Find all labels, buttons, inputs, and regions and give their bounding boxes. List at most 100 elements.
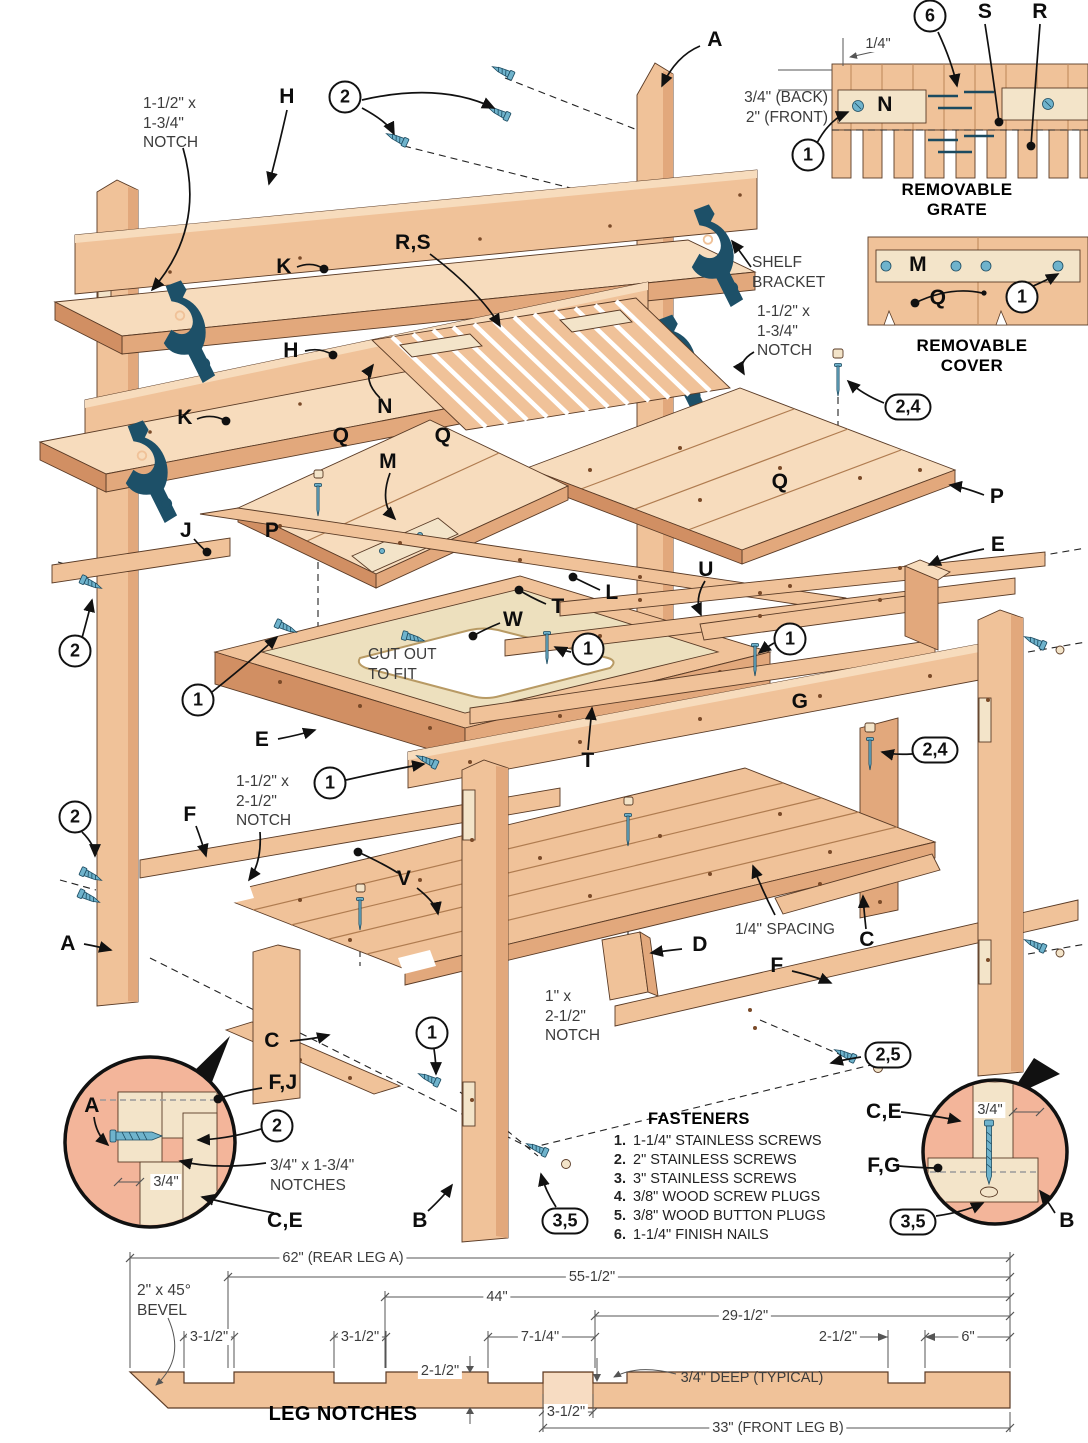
part-label-f-g: F,G xyxy=(867,1154,901,1177)
dimension-3-1-2: 3-1/2" xyxy=(543,1404,589,1420)
fastener-description: 3/8" WOOD BUTTON PLUGS xyxy=(633,1208,826,1225)
fastener-callout-1: 1 xyxy=(791,138,825,172)
part-label-l: L xyxy=(605,581,619,604)
part-label-c: C xyxy=(264,1029,280,1052)
fastener-callout-2: 2 xyxy=(260,1109,294,1143)
dimension-44: 44" xyxy=(483,1289,511,1305)
note-3-4-x-1-3-4: 3/4" x 1-3/4" NOTCHES xyxy=(270,1157,355,1194)
note-1-1-2-x: 1-1/2" x 1-3/4" NOTCH xyxy=(143,95,199,152)
note-1-1-2-x: 1-1/2" x 1-3/4" NOTCH xyxy=(757,303,813,360)
leader-arrows xyxy=(81,23,1060,1217)
section-title-removable-grate: REMOVABLE GRATE xyxy=(901,179,1013,219)
part-label-r: R xyxy=(1032,0,1048,23)
part-label-d: D xyxy=(692,933,708,956)
part-label-c-e: C,E xyxy=(866,1100,902,1123)
dimension-2-1-2: 2-1/2" xyxy=(417,1363,463,1379)
dimension-3-4: 3/4" xyxy=(150,1174,182,1190)
grate-assembly xyxy=(371,297,731,431)
dimension-3-4: 3/4" xyxy=(974,1102,1006,1118)
section-title-removable-cover: REMOVABLE COVER xyxy=(916,335,1028,375)
part-label-t: T xyxy=(551,595,565,618)
fastener-item-1: 1. 1-1/4" STAINLESS SCREWS xyxy=(600,1133,880,1149)
part-label-p: P xyxy=(989,485,1005,508)
fastener-callout-1: 1 xyxy=(571,632,605,666)
front-legs xyxy=(252,609,1024,1243)
part-label-w: W xyxy=(502,608,524,631)
fastener-callout-2-4: 2,4 xyxy=(884,393,932,421)
dimension-3-4-deep-typical: 3/4" DEEP (TYPICAL) xyxy=(680,1370,824,1386)
fasteners-title: FASTENERS xyxy=(648,1110,750,1128)
part-label-r-s: R,S xyxy=(395,231,431,254)
fastener-callout-2: 2 xyxy=(58,800,92,834)
fastener-number: 1. xyxy=(613,1133,626,1149)
part-label-a: A xyxy=(84,1094,100,1117)
fastener-item-3: 3. 3" STAINLESS SCREWS xyxy=(600,1171,880,1187)
fastener-number: 3. xyxy=(613,1170,626,1187)
part-label-n: N xyxy=(377,395,393,418)
inset-removable-grate xyxy=(778,38,1088,179)
part-label-q: Q xyxy=(929,286,947,309)
dimension-3-1-2: 3-1/2" xyxy=(186,1329,232,1345)
dimension-29-1-2: 29-1/2" xyxy=(718,1308,772,1324)
part-label-b: B xyxy=(412,1209,428,1232)
part-label-c: C xyxy=(859,928,875,951)
fasteners-list: FASTENERS 1. 1-1/4" STAINLESS SCREWS 2. 2" … xyxy=(600,1110,880,1246)
fastener-item-4: 4.3/8" WOOD SCREW PLUGS xyxy=(600,1189,880,1205)
fastener-number: 5. xyxy=(613,1208,626,1225)
fastener-callout-1: 1 xyxy=(1005,280,1039,314)
part-label-j: J xyxy=(180,519,192,542)
part-label-k: K xyxy=(276,255,292,278)
fastener-callout-2-4: 2,4 xyxy=(911,736,959,764)
note-1-1-2-x: 1-1/2" x 2-1/2" NOTCH xyxy=(236,773,292,830)
fastener-number: 6. xyxy=(613,1227,626,1244)
fastener-callout-1: 1 xyxy=(313,766,347,800)
part-label-u: U xyxy=(698,558,714,581)
fastener-description: 2" STAINLESS SCREWS xyxy=(633,1151,797,1168)
dimension-7-1-4: 7-1/4" xyxy=(517,1329,563,1345)
part-label-h: H xyxy=(279,85,295,108)
part-label-m: M xyxy=(379,450,397,473)
dimension-62-rear-leg-a: 62" (REAR LEG A) xyxy=(279,1250,407,1266)
fasteners-rows: 1. 1-1/4" STAINLESS SCREWS 2. 2" STAINLESS … xyxy=(600,1133,880,1243)
fastener-callout-2: 2 xyxy=(328,80,362,114)
fastener-callout-3-5: 3,5 xyxy=(889,1208,937,1236)
fastener-description: 3" STAINLESS SCREWS xyxy=(633,1170,797,1187)
part-label-h: H xyxy=(283,339,299,362)
note-1-x: 1" x 2-1/2" NOTCH xyxy=(545,988,601,1045)
note-1-4-spacing: 1/4" SPACING xyxy=(735,921,835,938)
fastener-callout-1: 1 xyxy=(415,1016,449,1050)
part-label-q: Q xyxy=(332,424,350,447)
dimension-1-4: 1/4" xyxy=(862,36,894,52)
part-label-e: E xyxy=(254,728,270,751)
part-label-q: Q xyxy=(434,424,452,447)
part-label-b: B xyxy=(1059,1209,1075,1232)
part-label-a: A xyxy=(707,28,723,51)
note-3-4-back: 3/4" (BACK) 2" (FRONT) xyxy=(744,89,828,126)
part-label-n: N xyxy=(877,93,893,116)
fastener-callout-2-5: 2,5 xyxy=(864,1041,912,1069)
dimension-55-1-2: 55-1/2" xyxy=(565,1269,619,1285)
part-label-f: F xyxy=(183,803,197,826)
note-2-x-45: 2" x 45° BEVEL xyxy=(137,1282,191,1319)
fastener-description: 1-1/4" FINISH NAILS xyxy=(633,1227,769,1244)
fastener-item-5: 5. 3/8" WOOD BUTTON PLUGS xyxy=(600,1208,880,1224)
cover-panels xyxy=(236,387,957,589)
fastener-callout-6: 6 xyxy=(913,0,947,33)
fastener-item-6: 6. 1-1/4" FINISH NAILS xyxy=(600,1227,880,1243)
fastener-item-2: 2. 2" STAINLESS SCREWS xyxy=(600,1152,880,1168)
part-label-k: K xyxy=(177,406,193,429)
rails xyxy=(51,507,1046,789)
part-label-g: G xyxy=(791,690,809,713)
fastener-description: 1-1/4" STAINLESS SCREWS xyxy=(633,1133,822,1149)
fastener-number: 2. xyxy=(613,1151,626,1168)
part-label-f: F xyxy=(770,954,784,977)
part-label-m: M xyxy=(909,253,927,276)
fastener-callout-3-5: 3,5 xyxy=(541,1207,589,1235)
part-label-a: A xyxy=(60,932,76,955)
dimension-3-1-2: 3-1/2" xyxy=(337,1329,383,1345)
section-title-leg-notches: LEG NOTCHES xyxy=(268,1403,418,1426)
part-label-v: V xyxy=(396,867,412,890)
note-cut-out: CUT OUT TO FIT xyxy=(368,646,437,683)
